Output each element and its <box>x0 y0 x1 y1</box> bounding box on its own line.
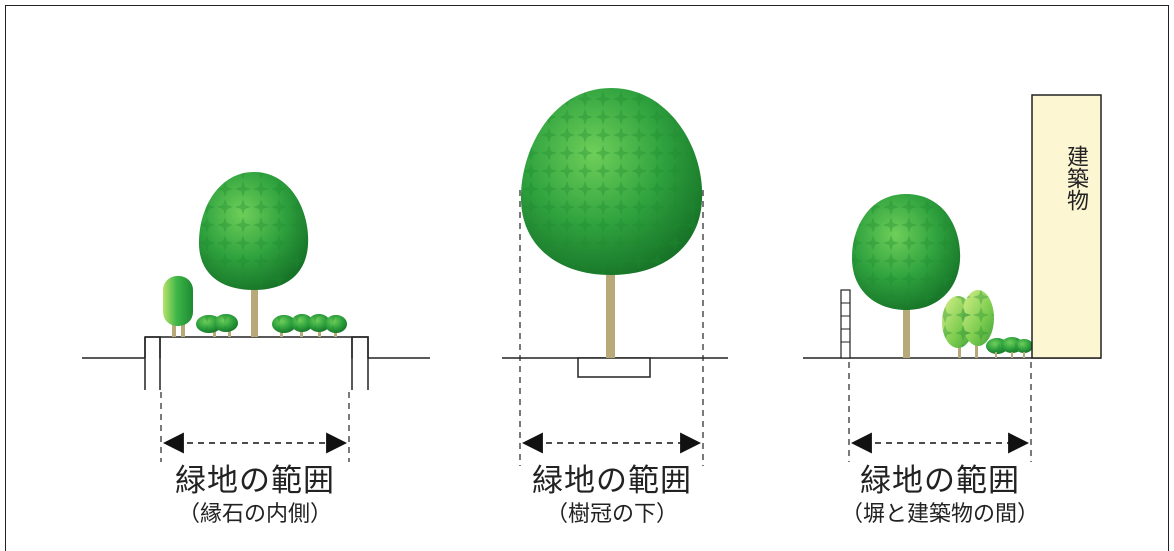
caption-subtitle: （塀と建築物の間） <box>840 502 1039 527</box>
panel-canopy <box>502 88 728 466</box>
caption-title: 緑地の範囲 <box>860 463 1020 499</box>
curb-right <box>351 336 369 358</box>
panel-wall <box>803 94 1102 462</box>
low-shrubs <box>986 337 1033 358</box>
caption-wall: 緑地の範囲 （塀と建築物の間） <box>810 462 1070 530</box>
pillar-shrub <box>163 276 193 337</box>
building-label: 建築物 <box>1063 145 1088 211</box>
tree-curb <box>198 172 309 337</box>
caption-canopy: 緑地の範囲 （樹冠の下） <box>492 462 732 530</box>
tree-wall <box>851 194 961 358</box>
caption-curb: 緑地の範囲 （縁石の内側） <box>135 462 375 530</box>
caption-title: 緑地の範囲 <box>532 463 692 499</box>
caption-title: 緑地の範囲 <box>175 463 335 499</box>
tree-canopy <box>520 88 703 358</box>
caption-subtitle: （縁石の内側） <box>177 502 332 527</box>
fence <box>840 289 851 359</box>
shrubs-right <box>272 314 347 337</box>
tree-pit <box>577 357 651 378</box>
light-shrubs <box>942 290 994 358</box>
building <box>1031 94 1102 359</box>
ground-line-curb <box>82 336 430 390</box>
caption-subtitle: （樹冠の下） <box>545 502 678 527</box>
curb-left <box>144 336 161 358</box>
panel-curb <box>82 172 430 462</box>
shrubs-left <box>196 314 238 337</box>
